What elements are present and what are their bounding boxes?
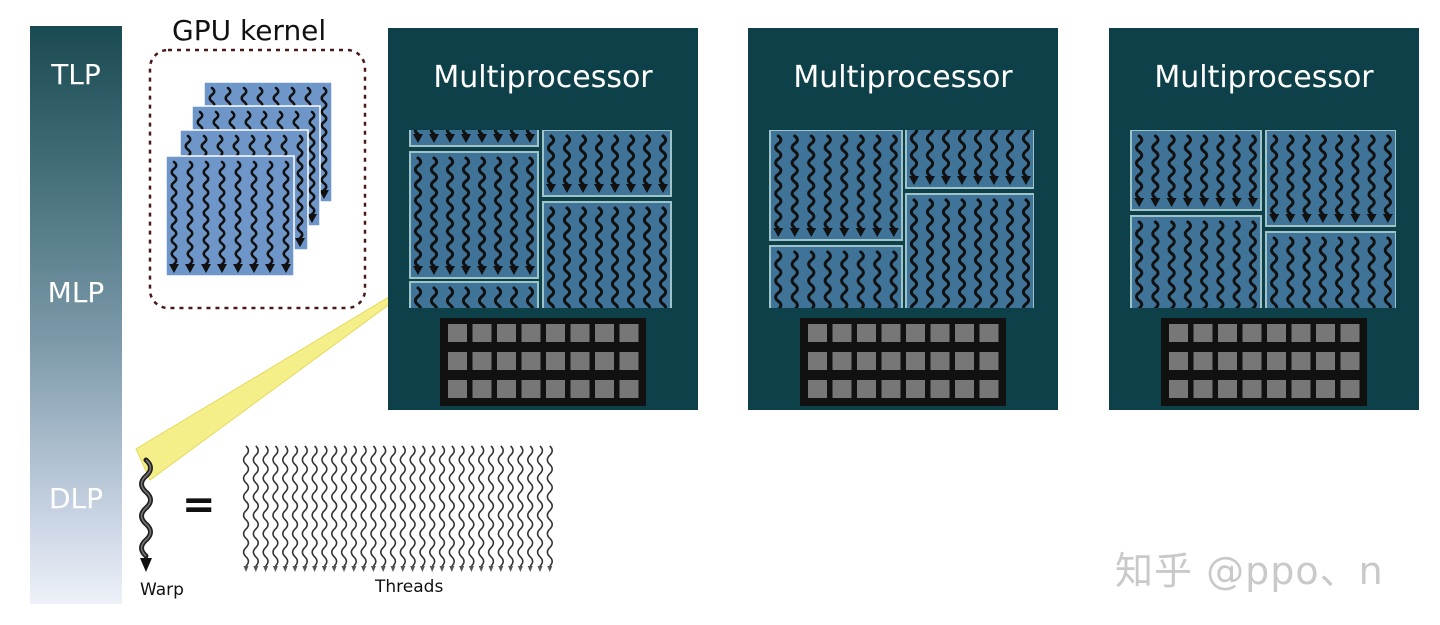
kernel-frame [148, 48, 367, 310]
mlp-label: MLP [47, 276, 105, 309]
multiprocessor-1 [388, 28, 698, 410]
warp-label: Warp [140, 580, 184, 600]
kernel-title: GPU kernel [172, 14, 327, 47]
threads-label: Threads [375, 577, 444, 597]
parallelism-level-bar [30, 26, 122, 604]
multiprocessor-3 [1109, 28, 1419, 410]
watermark: 知乎 @ppo、n [1115, 549, 1384, 593]
tlp-label: TLP [51, 58, 101, 91]
warp-thread [139, 457, 153, 572]
dlp-label: DLP [48, 482, 104, 515]
multiprocessor-2 [748, 28, 1058, 410]
thread-group [242, 445, 553, 572]
multiprocessor-3-title: Multiprocessor [1154, 60, 1374, 95]
equals-sign: = [182, 482, 216, 528]
zoom-highlight [135, 261, 448, 481]
multiprocessor-1-title: Multiprocessor [433, 60, 653, 95]
kernel-block-stack [165, 81, 333, 277]
multiprocessor-2-title: Multiprocessor [793, 60, 1013, 95]
